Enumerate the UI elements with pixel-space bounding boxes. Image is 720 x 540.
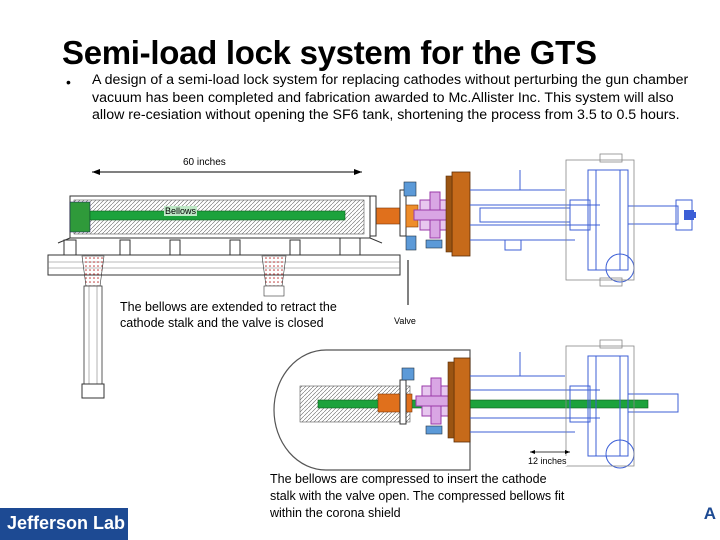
bellows-orange-bottom <box>377 393 413 413</box>
support-leg <box>81 285 285 399</box>
caption-extended: The bellows are extended to retract the … <box>120 299 370 331</box>
purple-cross-top <box>413 191 457 249</box>
purple-cross-bottom <box>415 377 457 435</box>
logo-text: Jefferson Lab <box>7 513 126 533</box>
bullet-text: A design of a semi-load lock system for … <box>92 72 689 124</box>
bellows-label: Bellows <box>164 206 198 216</box>
bullet-marker: • <box>66 74 71 90</box>
top-assembly <box>47 153 696 399</box>
slide-title: Semi-load lock system for the GTS <box>62 34 597 71</box>
rail-beam <box>47 254 401 287</box>
caption-compressed: The bellows are compressed to insert the… <box>270 471 570 522</box>
valve-body-top <box>403 181 417 197</box>
length-label: 60 inches <box>183 157 226 168</box>
corner-logo-fragment: A <box>703 504 716 523</box>
bottom-assembly <box>273 339 679 471</box>
gun-chamber-bottom <box>470 352 679 469</box>
corona-flange-bottom <box>453 357 471 443</box>
valve-label: Valve <box>394 316 416 326</box>
shield-length-label: 12 inches <box>528 456 567 466</box>
gun-chamber-top <box>470 169 693 283</box>
corona-flange-top <box>451 171 471 257</box>
cathode-stalk-bottom <box>317 399 649 409</box>
cathode-stalk-top <box>89 210 346 221</box>
jefferson-lab-logo: Jefferson Lab <box>0 508 128 540</box>
